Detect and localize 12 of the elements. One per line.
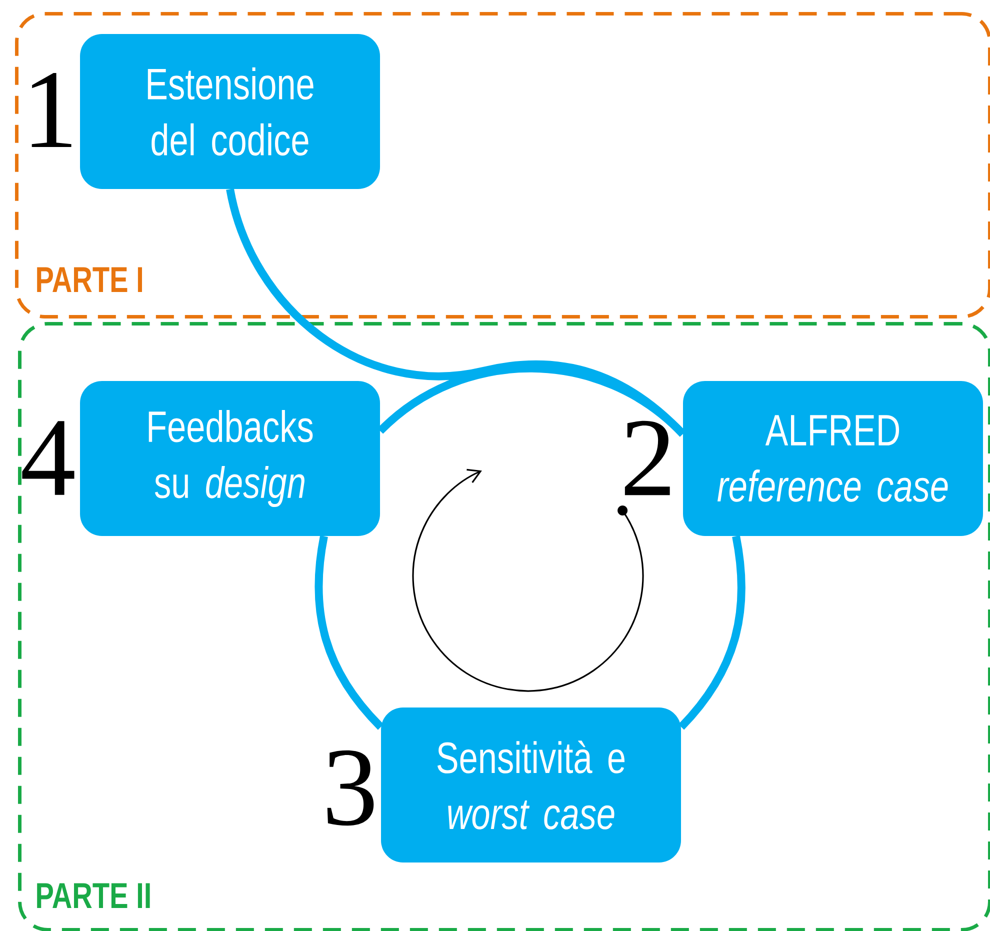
process-box: Sensitività e worst case bbox=[381, 708, 681, 862]
connector-line bbox=[678, 536, 746, 730]
process-box: ALFRED reference case bbox=[683, 381, 983, 536]
step-number: 3 bbox=[327, 750, 374, 826]
region-label: PARTE II bbox=[37, 883, 150, 908]
step-number: 1 bbox=[32, 73, 72, 147]
process-box: Estensione del codice bbox=[80, 34, 380, 189]
step-number: 4 bbox=[22, 421, 74, 495]
region-label: PARTE I bbox=[37, 267, 142, 292]
step-number: 2 bbox=[624, 420, 670, 496]
process-box: Feedbacks su design bbox=[80, 381, 380, 536]
connector-line bbox=[314, 536, 384, 730]
